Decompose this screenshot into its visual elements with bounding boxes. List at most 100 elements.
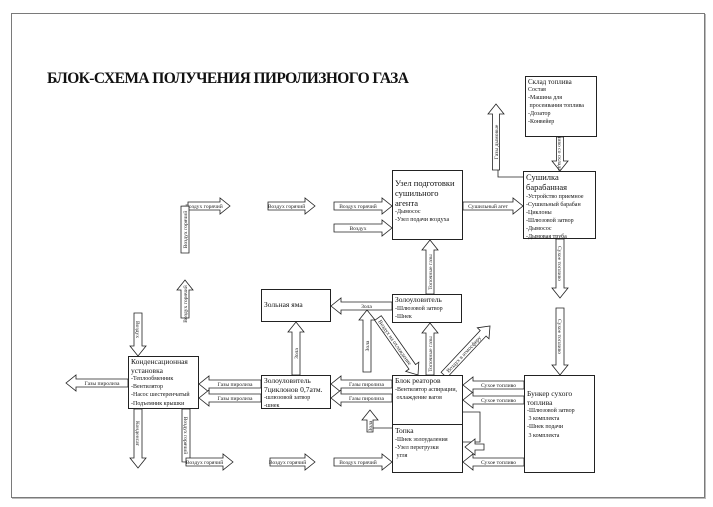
arrow-shape bbox=[129, 312, 147, 357]
block-item: -Подъемник крышки bbox=[131, 400, 185, 407]
flow-label: топливо со склада bbox=[556, 127, 562, 171]
block-item: -Циклоны bbox=[526, 209, 552, 216]
flow-hot-air-vertical: Воздух горячий bbox=[180, 205, 190, 254]
block-item: -Сушильный барабан bbox=[526, 201, 581, 208]
block-heading: установка bbox=[131, 365, 163, 375]
arrow-shape bbox=[181, 408, 191, 463]
flow-hot-air-b1: Воздух горячий bbox=[185, 453, 234, 471]
block-item: -Конвейер bbox=[528, 119, 555, 126]
arrow-shape bbox=[462, 376, 525, 394]
flow-hot-air-b3: Воздух горячий bbox=[333, 453, 393, 471]
flow-label: Воздух bbox=[134, 321, 140, 338]
block-drying-agent-unit[interactable]: Узел подготовки сушильного агента -Дымос… bbox=[392, 170, 463, 240]
flow-dry-fuel-1: Сухое топливо bbox=[551, 238, 569, 299]
flow-ash-furnace: Зола bbox=[361, 409, 379, 433]
flow-label: Воздух горячий bbox=[185, 203, 223, 210]
flow-hot-air-1: Воздух горячий bbox=[185, 197, 231, 215]
arrow-shape bbox=[180, 205, 190, 254]
flow-hot-air-down: Воздух горячий bbox=[181, 408, 191, 463]
arrow-shape bbox=[464, 438, 485, 456]
block-furnace[interactable]: Топка -Шнек золоудаления -Узел перегрузк… bbox=[395, 426, 448, 460]
flow-flue-gases: Газы дымовые bbox=[487, 103, 505, 171]
block-fuel-store[interactable]: Склад топлива Состав -Машина для просеив… bbox=[525, 76, 597, 137]
block-heading: Узел подготовки bbox=[395, 178, 455, 188]
block-item: 3 комплекта bbox=[527, 432, 560, 439]
flow-label: Сухое топливо bbox=[481, 398, 516, 404]
block-heading: сушильного bbox=[395, 187, 439, 198]
flow-coal-elbow bbox=[463, 411, 481, 443]
flow-condensate: Конденсат bbox=[129, 408, 147, 469]
block-reactors-furnace[interactable]: Блок реаторов -Вентилятор аспирации, охл… bbox=[392, 375, 463, 473]
flow-label: Сушильный агет bbox=[468, 203, 508, 210]
arrow-shape bbox=[330, 297, 393, 315]
arrow-shape bbox=[551, 307, 569, 376]
arrow-shape bbox=[421, 322, 439, 376]
block-heading: барабанная bbox=[526, 181, 567, 192]
block-item: -Шнек золоудаления bbox=[395, 436, 448, 443]
block-item: -Дымовая труба bbox=[526, 234, 567, 240]
flow-label: Воздух горячий bbox=[269, 459, 307, 466]
flow-cooling-air: Воздух на охлаждение bbox=[374, 315, 420, 376]
arrow-shape bbox=[551, 238, 569, 299]
arrow-shape bbox=[463, 411, 481, 443]
flow-ash-from-cyclones: Зола bbox=[287, 321, 305, 376]
block-heading: Зольная яма bbox=[264, 300, 303, 309]
flow-label: Зола bbox=[361, 304, 372, 310]
flow-label: Зола bbox=[368, 420, 374, 431]
arrow-shape bbox=[374, 315, 420, 376]
flow-label: Воздух горячий bbox=[186, 459, 224, 466]
block-reactors[interactable]: Блок реаторов -Вентилятор аспирации, охл… bbox=[395, 376, 460, 402]
flow-label: Воздух горячий bbox=[182, 417, 189, 455]
arrow-shape bbox=[65, 374, 129, 392]
arrow-shape bbox=[198, 375, 262, 393]
flow-ash-up: Зола bbox=[358, 309, 376, 373]
flow-label: Газы пиролиза bbox=[349, 396, 384, 402]
block-ash-catcher[interactable]: Золоуловитель -Шлюзовой затвор -Шнек bbox=[392, 294, 462, 323]
block-item: -Вентилятор bbox=[131, 384, 164, 391]
arrow-shape bbox=[330, 375, 393, 393]
block-item: -Шлюзовой затвор bbox=[527, 408, 575, 415]
block-item: Состав bbox=[528, 87, 547, 94]
arrow-shape bbox=[267, 197, 316, 215]
flow-dry-fuel-r1: Сухое топливо bbox=[462, 376, 525, 394]
arrow-shape bbox=[421, 239, 439, 295]
block-ash-catcher-cyclones[interactable]: Золоуловитель 7циклонов 0,7атм. -шлюзово… bbox=[261, 375, 331, 409]
flow-label: Сухое топливо bbox=[556, 246, 562, 281]
block-heading: Бункер сухого bbox=[527, 389, 573, 398]
block-item: -Насос шестеренчатый bbox=[131, 392, 190, 399]
flow-label: Газы пиролиза bbox=[85, 381, 120, 387]
flow-label: Сухое топливо bbox=[481, 460, 516, 466]
flow-drying-agent: Сушильный агет bbox=[462, 197, 524, 215]
arrow-shape bbox=[330, 389, 393, 407]
flow-pyrolysis-3: Газы пиролиза bbox=[198, 375, 262, 393]
arrow-shape bbox=[358, 309, 376, 373]
block-item: -Машина для bbox=[528, 95, 563, 102]
arrow-shape bbox=[462, 391, 525, 409]
flow-hot-air-up: Воздух горячий bbox=[176, 279, 194, 323]
flow-label: Воздух горячий bbox=[182, 285, 189, 323]
block-dryer[interactable]: Сушилка барабанная -Устройство приемное … bbox=[523, 171, 596, 240]
block-heading: Золоуловитель bbox=[264, 376, 311, 385]
diagram-title: БЛОК-СХЕМА ПОЛУЧЕНИЯ ПИРОЛИЗНОГО ГАЗА bbox=[47, 69, 409, 88]
flow-label: Газы пиролиза bbox=[218, 382, 253, 388]
block-ash-pit[interactable]: Зольная яма bbox=[261, 289, 331, 322]
arrow-shape bbox=[333, 453, 393, 471]
flow-flue-gases-elbow bbox=[497, 118, 523, 178]
arrow-shape bbox=[440, 325, 491, 379]
arrow-shape bbox=[129, 408, 147, 469]
block-condensation-unit[interactable]: Конденсационная установка -Теплообменник… bbox=[128, 356, 199, 409]
block-item: -шлюзовой затвор bbox=[264, 395, 311, 402]
flow-label: Воздух горячий bbox=[339, 459, 377, 466]
block-dry-fuel-bunker[interactable]: Бункер сухого топлива -Шлюзовой затвор 3… bbox=[524, 375, 595, 473]
block-divider bbox=[393, 424, 462, 425]
block-item: угля bbox=[395, 452, 408, 459]
flow-air-to-atmosphere: Воздух в атмосферу bbox=[440, 325, 491, 379]
block-item: просеивания топлива bbox=[528, 103, 584, 110]
flow-pyrolysis-1: Газы пиролиза bbox=[330, 375, 393, 393]
block-item: -Устройство приемное bbox=[526, 193, 584, 200]
block-item: -Шлюзовой затвор bbox=[526, 217, 574, 224]
flow-label: Воздух горячий bbox=[268, 203, 306, 210]
flow-pyrolysis-2: Газы пиролиза bbox=[330, 389, 393, 407]
block-item: -Шлюзовой затвор bbox=[395, 305, 443, 312]
